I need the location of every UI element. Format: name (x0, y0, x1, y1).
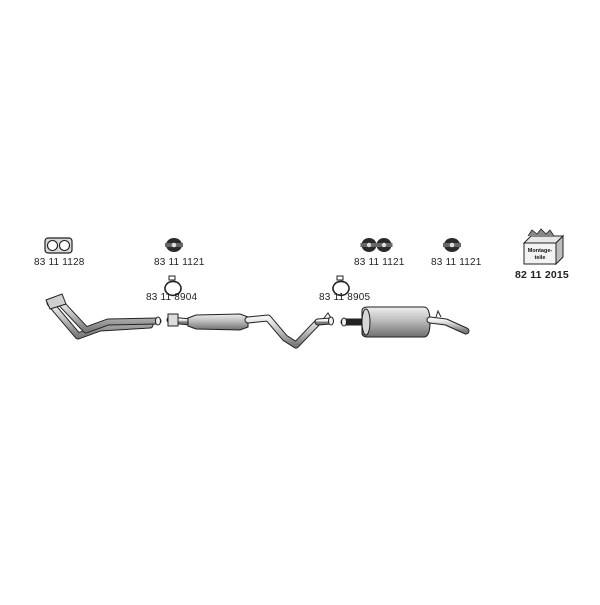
part-number-mounting-kit: 82 11 2015 (515, 269, 569, 281)
front-downpipe (45, 293, 162, 340)
part-number-hanger-b: 83 11 1121 (354, 257, 405, 268)
part-number-clamp-a: 83 11 8904 (146, 292, 198, 303)
part-number-gasket: 83 11 1128 (34, 257, 85, 268)
mounting-kit-box-label-line1: Montage- (528, 248, 553, 254)
rubber-hanger-icon (443, 238, 461, 252)
rubber-hanger-icon (165, 238, 183, 252)
pipe-clamp-icon (332, 275, 350, 297)
mounting-kit-box-label-line2: teile (534, 255, 545, 261)
mounting-kit-box-icon: Montage- teile (522, 228, 565, 266)
middle-silencer-pipe (166, 312, 334, 349)
part-number-hanger-c: 83 11 1121 (431, 257, 482, 268)
part-number-hanger-a: 83 11 1121 (154, 257, 205, 268)
part-number-clamp-b: 83 11 8905 (319, 292, 371, 303)
rear-silencer (340, 306, 470, 338)
pipe-clamp-icon (164, 275, 182, 297)
double-port-gasket-icon (44, 237, 73, 254)
rubber-hanger-pair-icon (360, 238, 393, 252)
